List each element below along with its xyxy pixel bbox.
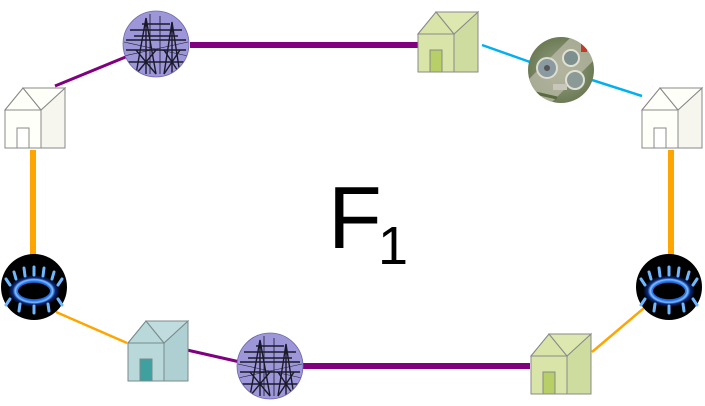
link-water — [591, 78, 643, 98]
link-power-thin — [186, 348, 241, 364]
power-substation-icon — [123, 11, 189, 77]
house-icon — [641, 87, 703, 149]
link-gas-thin — [591, 307, 645, 353]
link-power-thin — [54, 54, 129, 88]
house-icon — [4, 87, 66, 149]
water-treatment-icon — [528, 37, 594, 103]
diagram-label: F — [328, 168, 382, 267]
link-gas-thin — [55, 310, 128, 345]
house-icon — [530, 333, 592, 395]
house-icon — [417, 11, 479, 73]
diagram-label-subscript: 1 — [378, 216, 408, 276]
gas-burner-icon — [634, 252, 704, 322]
power-substation-icon — [237, 333, 303, 399]
house-icon — [127, 320, 189, 382]
links-layer — [30, 42, 674, 369]
gas-burner-icon — [0, 252, 69, 322]
link-water — [481, 43, 531, 64]
